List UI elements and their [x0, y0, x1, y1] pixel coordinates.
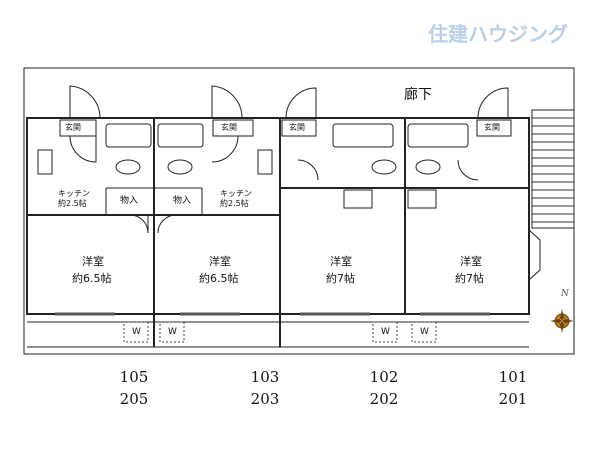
- unit-number-upper: 201: [498, 390, 528, 408]
- room-size: 約7帖: [326, 272, 355, 285]
- room-name: 洋室: [460, 255, 482, 268]
- unit-number-group: 102 202: [362, 366, 406, 410]
- washer-label: W: [381, 327, 390, 337]
- room-size: 約7帖: [455, 272, 484, 285]
- unit-number-upper: 205: [119, 390, 149, 408]
- storage-label: 物入: [173, 196, 192, 206]
- room-size: 約6.5帖: [199, 272, 239, 285]
- room-name: 洋室: [330, 255, 352, 268]
- entrance-label: 玄関: [484, 123, 500, 132]
- kitchen-size: 約2.5帖: [220, 199, 249, 208]
- kitchen-label: キッチン: [58, 189, 90, 198]
- room-size: 約6.5帖: [72, 272, 112, 285]
- unit-number-ground: 103: [250, 368, 280, 386]
- corridor-label: 廊下: [404, 87, 432, 103]
- unit-number-ground: 101: [498, 368, 528, 386]
- unit-number-upper: 202: [369, 390, 399, 408]
- kitchen-label: キッチン: [220, 189, 252, 198]
- unit-number-group: 105 205: [112, 366, 156, 410]
- kitchen-size: 約2.5帖: [58, 199, 87, 208]
- unit-number-group: 101 201: [491, 366, 535, 410]
- unit-number-group: 103 203: [243, 366, 287, 410]
- compass-north-label: N: [561, 289, 569, 299]
- washer-label: W: [168, 327, 177, 337]
- logo: 住建ハウジング: [428, 22, 568, 46]
- unit-number-upper: 203: [250, 390, 280, 408]
- washer-label: W: [132, 327, 141, 337]
- entrance-label: 玄関: [221, 123, 237, 132]
- entrance-label: 玄関: [65, 123, 81, 132]
- storage-label: 物入: [120, 196, 139, 206]
- washer-label: W: [420, 327, 429, 337]
- washer-spaces: [123, 321, 437, 343]
- unit-number-ground: 102: [369, 368, 399, 386]
- staircase: [532, 117, 574, 223]
- room-name: 洋室: [82, 255, 104, 268]
- compass-icon: [550, 309, 574, 333]
- entrance-label: 玄関: [289, 123, 305, 132]
- room-name: 洋室: [209, 255, 231, 268]
- unit-number-ground: 105: [119, 368, 149, 386]
